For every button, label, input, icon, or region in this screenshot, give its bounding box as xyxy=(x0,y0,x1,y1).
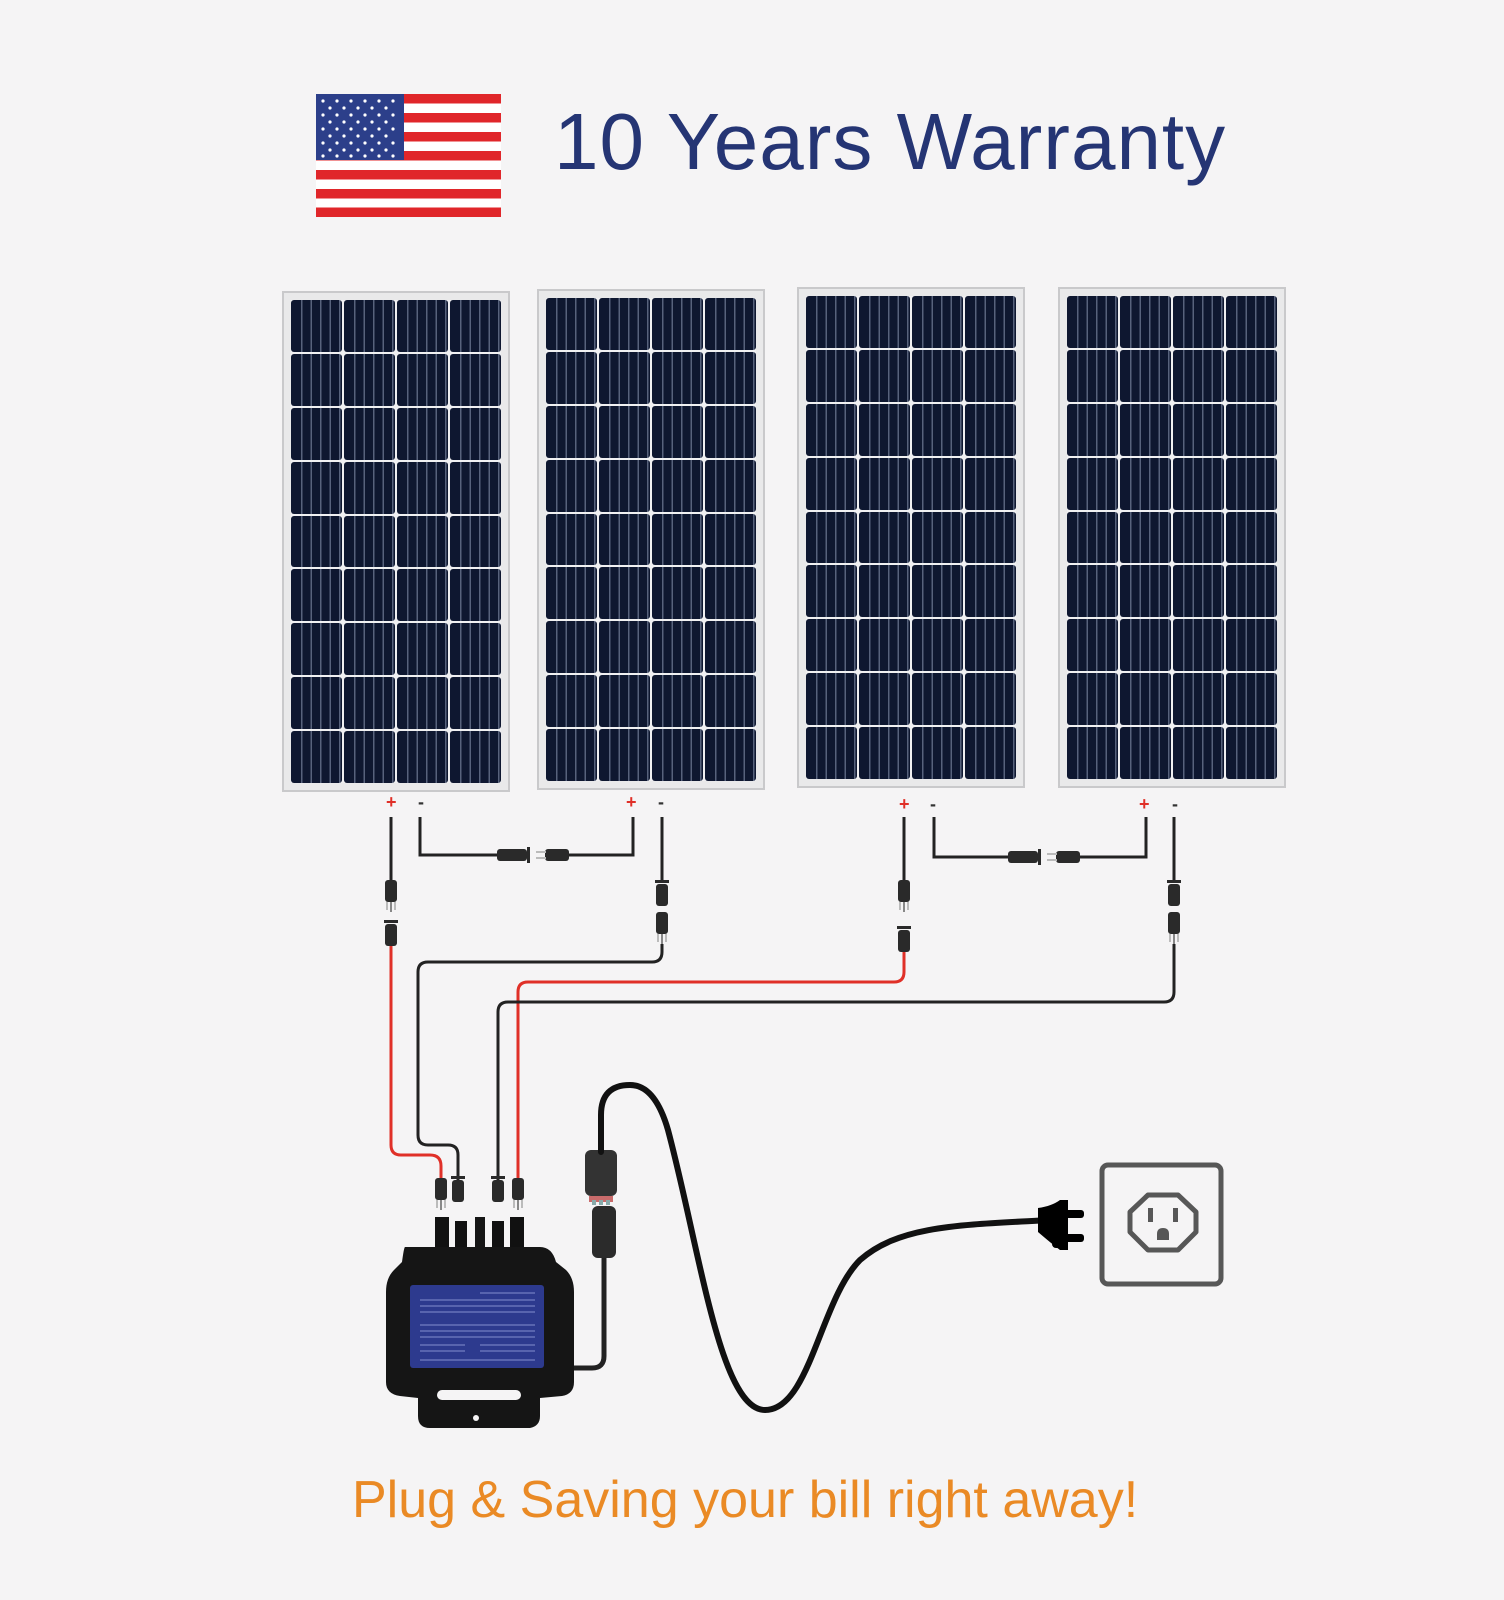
series-jumper-1-2 xyxy=(418,817,635,857)
solar-panel-3 xyxy=(797,287,1025,788)
solar-panel-2 xyxy=(537,289,765,790)
panel-cell-grid xyxy=(1067,296,1277,779)
panel-cell-grid xyxy=(291,300,501,783)
wire-negative-1 xyxy=(416,944,664,1180)
wall-outlet-icon xyxy=(1099,1162,1224,1287)
panel-cell-grid xyxy=(806,296,1016,779)
panel-cell-grid xyxy=(546,298,756,781)
tagline: Plug & Saving your bill right away! xyxy=(352,1471,1139,1529)
us-flag-icon xyxy=(316,94,501,217)
panel-1-minus-label: - xyxy=(418,792,424,812)
ac-cable xyxy=(598,1081,1053,1414)
panel-2-plus-label: + xyxy=(626,792,637,812)
solar-panel-1 xyxy=(282,291,510,792)
panel-3-minus-label: - xyxy=(930,794,936,814)
wire-positive-1 xyxy=(389,946,443,1180)
plug-icon xyxy=(1038,1200,1084,1250)
panel-1-plus-label: + xyxy=(386,792,397,812)
wire-negative-2 xyxy=(496,944,1176,1180)
panel-4-minus-label: - xyxy=(1172,794,1178,814)
wire-positive-2 xyxy=(516,952,906,1180)
ac-output-lead xyxy=(574,1250,607,1371)
panel-2-minus-label: - xyxy=(658,792,664,812)
panel-3-plus-label: + xyxy=(899,794,910,814)
panel-4-plus-label: + xyxy=(1139,794,1150,814)
series-jumper-3-4 xyxy=(932,817,1148,859)
warranty-title: 10 Years Warranty xyxy=(554,97,1227,186)
microinverter-icon xyxy=(386,1217,574,1428)
solar-panel-4 xyxy=(1058,287,1286,788)
